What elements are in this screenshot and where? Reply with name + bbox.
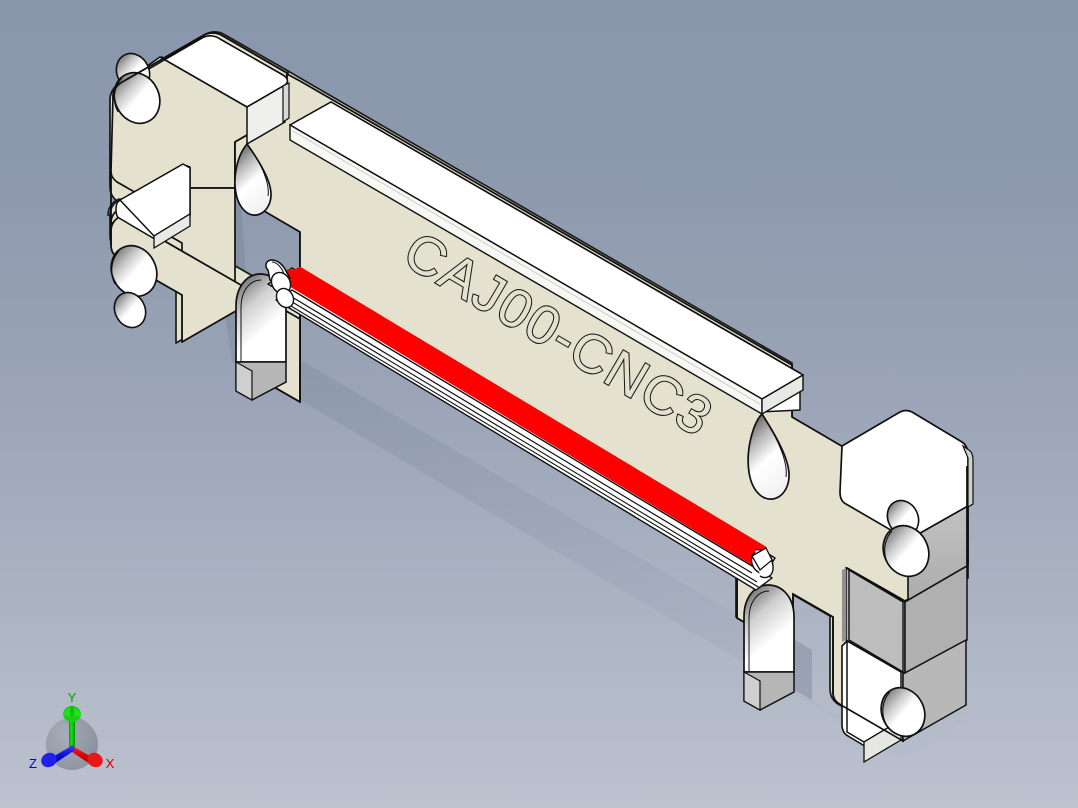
z-axis[interactable] [39,745,75,770]
hole-pair-bottom-right [880,686,926,738]
slot-end-right [750,547,774,579]
hole-pair-left-mid [110,244,158,329]
hole-pair-right-mid [882,499,930,578]
slot-end-left [265,259,295,309]
x-axis[interactable] [69,745,105,770]
scallop-cutouts[interactable] [234,142,818,712]
silhouette-outline [110,31,968,565]
y-axis-label: Y [68,690,77,705]
y-axis[interactable] [63,706,81,750]
z-axis-label: Z [29,756,37,771]
x-axis-label: X [106,756,115,771]
part-geometry[interactable] [103,32,974,764]
center-slot[interactable] [265,259,777,591]
view-orientation-triad[interactable]: Y X Z [14,688,126,792]
mounting-holes[interactable] [103,48,937,744]
